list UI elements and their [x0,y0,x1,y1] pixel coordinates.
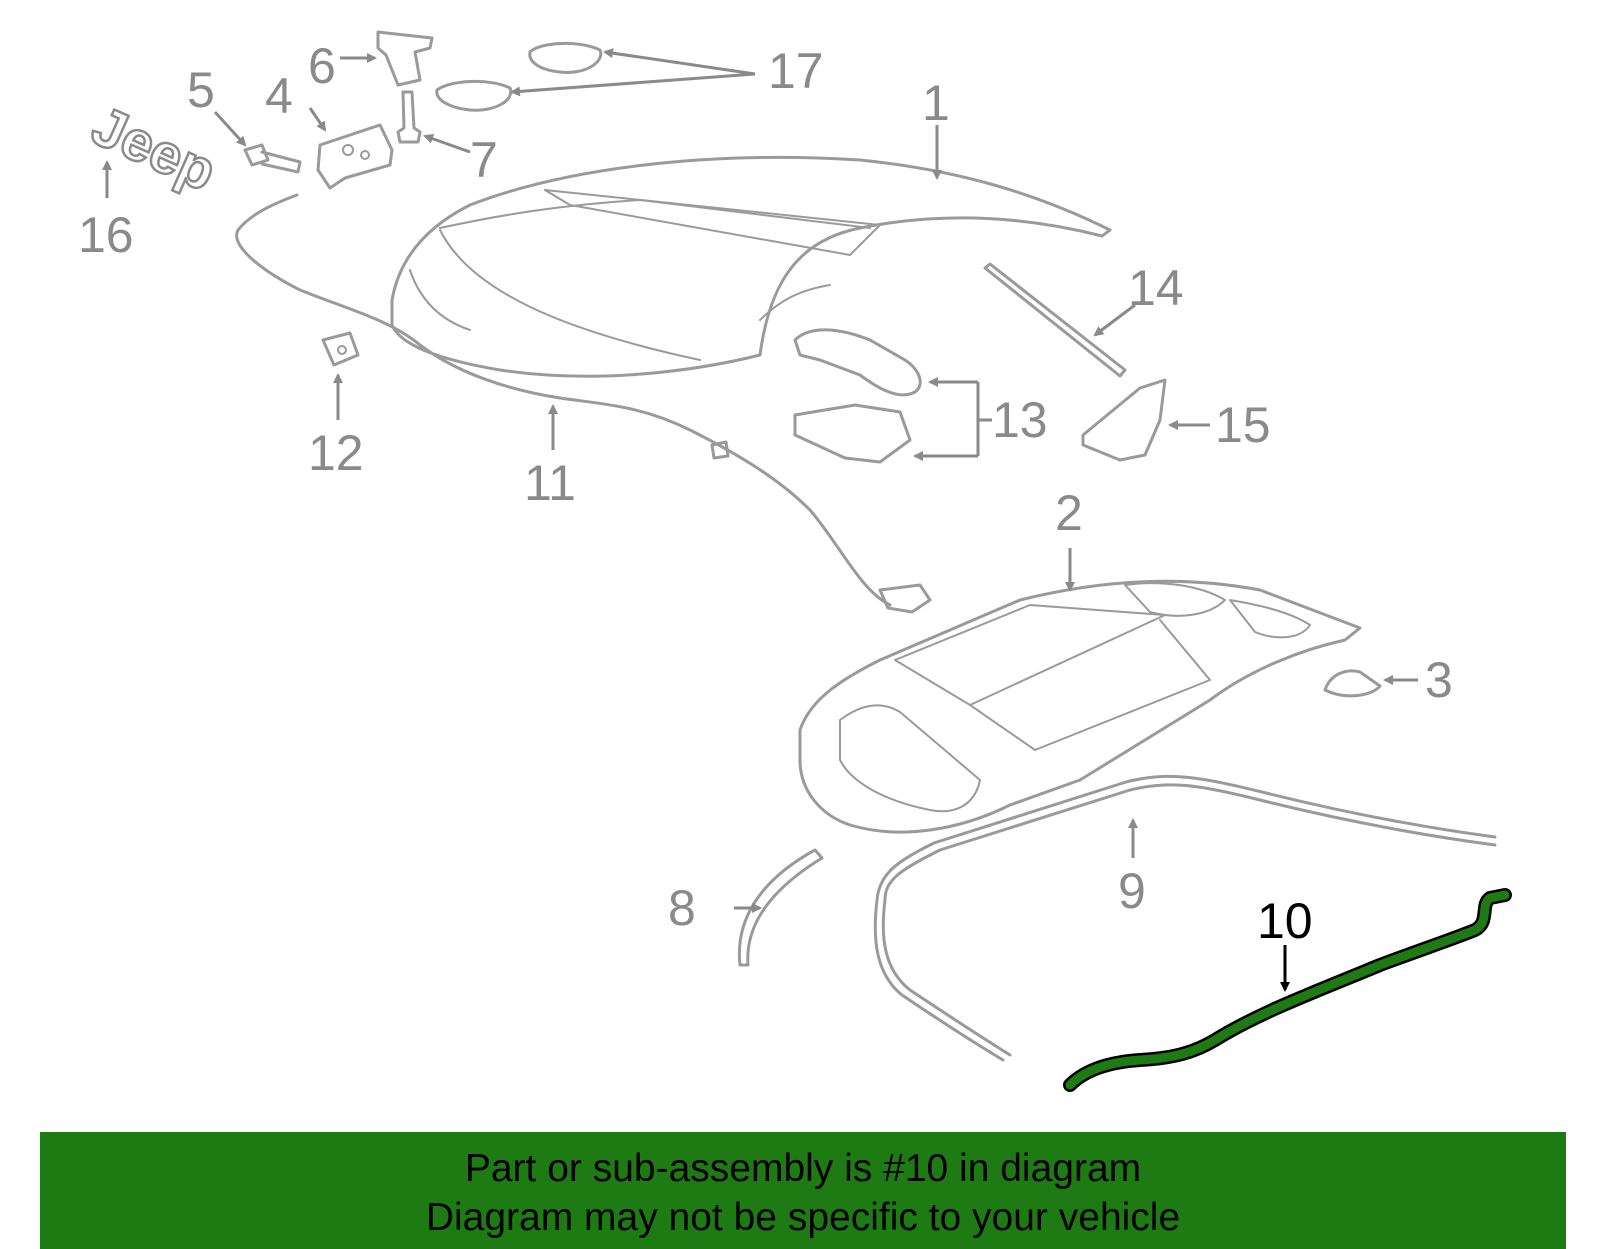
banner-line-1: Part or sub-assembly is #10 in diagram [464,1147,1142,1190]
hood-insulator [798,579,1362,834]
parts-diagram: Jeep 1 2 3 4 5 6 7 8 9 10 11 12 [78,30,1512,1092]
callout-15: 15 [1215,397,1271,453]
latch-bracket [316,123,394,190]
stud [396,90,422,144]
callout-11: 11 [524,455,576,511]
callout-8: 8 [668,880,696,936]
callout-13: 13 [992,392,1048,448]
hood-hinges [793,328,922,464]
weatherstrip [873,774,1497,1062]
release-cable [235,193,932,614]
callout-3: 3 [1425,652,1453,708]
callout-14: 14 [1128,260,1184,316]
info-banner: Part or sub-assembly is #10 in diagram D… [40,1132,1566,1249]
callout-7: 7 [470,132,498,188]
hood-panel [390,155,1112,378]
bolt [243,143,302,174]
callout-10-highlighted: 10 [1257,893,1313,949]
leader-lines [102,48,1418,992]
bumper-stop [1323,669,1382,698]
hood-pads [435,41,603,112]
callout-9: 9 [1118,863,1146,919]
callout-1: 1 [922,75,950,131]
callout-6: 6 [308,38,336,94]
banner-line-2: Diagram may not be specific to your vehi… [425,1196,1181,1239]
callout-12: 12 [308,425,364,481]
callout-16: 16 [78,207,134,263]
side-seal [737,848,824,967]
callout-2: 2 [1055,485,1083,541]
hood-to-cowl-seal-highlighted [1063,888,1512,1092]
callout-17: 17 [768,43,824,99]
callout-4: 4 [265,68,293,124]
callout-5: 5 [187,62,215,118]
support-rod [983,262,1127,378]
support-bracket [1081,378,1167,462]
cable-clip [321,331,360,367]
striker [376,30,434,87]
